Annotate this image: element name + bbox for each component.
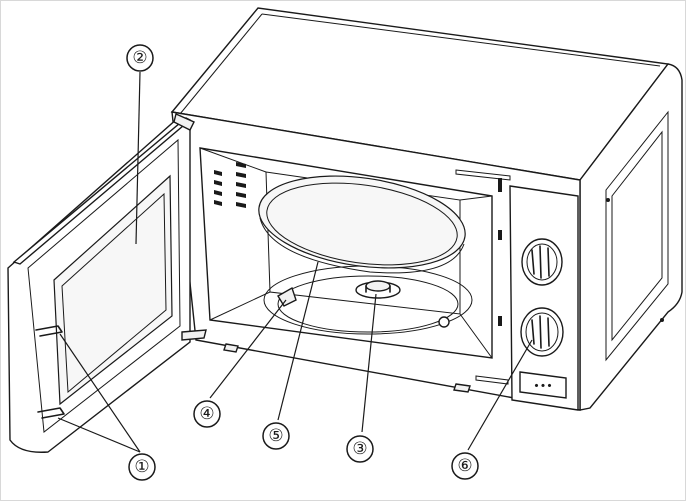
callout-4: ④	[193, 400, 221, 428]
callout-3-label: ③	[352, 439, 367, 459]
callout-5: ⑤	[262, 422, 290, 450]
glass-tray	[258, 175, 466, 274]
control-panel: •••	[509, 185, 579, 411]
door-latch-icon	[35, 325, 65, 419]
callout-2: ②	[126, 44, 154, 72]
turntable-shaft	[355, 280, 401, 299]
timer-knob-icon	[521, 238, 563, 286]
callout-leaders	[57, 71, 533, 453]
callout-5-label: ⑤	[268, 426, 283, 446]
door-window	[53, 174, 173, 406]
callout-3: ③	[346, 435, 374, 463]
power-knob-icon	[520, 307, 564, 357]
microwave-door	[7, 113, 207, 453]
callout-6-label: ⑥	[457, 456, 472, 476]
callout-1: ①	[128, 453, 156, 481]
callout-1-label: ①	[134, 457, 149, 477]
callout-4-label: ④	[199, 404, 214, 424]
callout-6: ⑥	[451, 452, 479, 480]
callout-2-label: ②	[132, 48, 147, 68]
cavity-vents	[214, 162, 246, 208]
control-display: •••	[519, 371, 567, 399]
display-dots: •••	[533, 380, 552, 393]
